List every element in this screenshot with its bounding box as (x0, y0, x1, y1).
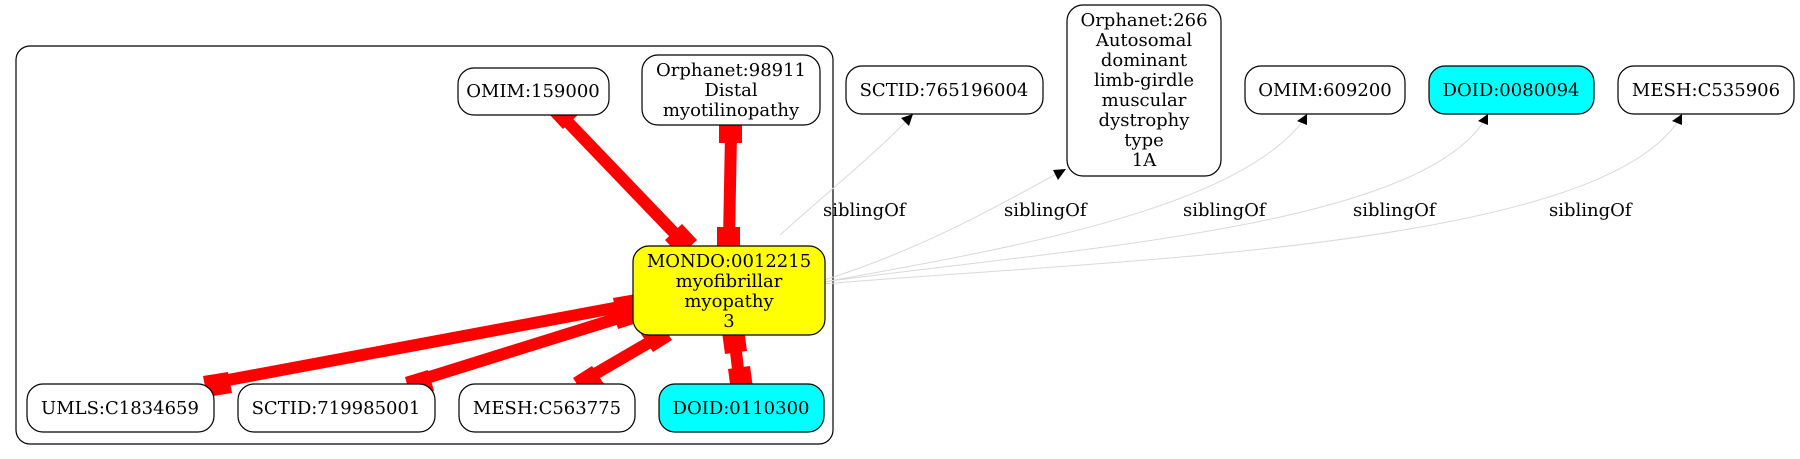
svg-text:OMIM:159000: OMIM:159000 (466, 81, 600, 102)
node-line: dystrophy (1099, 110, 1191, 131)
edge-label-siblingof: siblingOf (1183, 200, 1267, 221)
sibling-edge-meshC535906 (823, 117, 1681, 285)
node-sctid765196004[interactable]: SCTID:765196004 (845, 65, 1044, 115)
sibling-edges (779, 113, 1682, 285)
node-line: 3 (723, 311, 734, 332)
node-line: muscular (1102, 90, 1187, 111)
node-line: OMIM:609200 (1258, 80, 1392, 101)
node-sctid719985001[interactable]: SCTID:719985001 (237, 383, 436, 433)
node-omim609200[interactable]: OMIM:609200 (1244, 65, 1406, 115)
node-line: SCTID:719985001 (252, 398, 421, 419)
node-line: myofibrillar (676, 271, 783, 292)
sibling-edge-doid0080094 (823, 117, 1487, 283)
node-line: Orphanet:98911 (656, 60, 806, 81)
equivalence-edge-orpha98911 (723, 133, 737, 241)
svg-text:SCTID:719985001: SCTID:719985001 (252, 398, 421, 419)
svg-text:MESH:C563775: MESH:C563775 (473, 398, 621, 419)
node-line: limb-girdle (1094, 70, 1194, 91)
edge-label-siblingof: siblingOf (823, 200, 907, 221)
node-omim159000[interactable]: OMIM:159000 (457, 67, 610, 116)
node-line: MESH:C535906 (1632, 80, 1780, 101)
sibling-edge-sctid765196004 (779, 113, 914, 236)
equivalence-edge-meshC563775 (584, 333, 659, 384)
node-doid0080094[interactable]: DOID:0080094 (1428, 65, 1595, 115)
sibling-edge-omim609200 (823, 117, 1306, 283)
svg-text:MESH:C535906: MESH:C535906 (1632, 80, 1780, 101)
arrowhead-icon (1053, 169, 1066, 180)
edge-label-siblingof: siblingOf (1549, 200, 1633, 221)
node-line: myotilinopathy (663, 100, 800, 121)
svg-text:SCTID:765196004: SCTID:765196004 (860, 80, 1029, 101)
equivalence-edge-umls (210, 300, 627, 389)
node-doid0110300[interactable]: DOID:0110300 (658, 383, 825, 433)
node-line: myopathy (684, 291, 774, 312)
node-line: MESH:C563775 (473, 398, 621, 419)
node-line: OMIM:159000 (466, 81, 600, 102)
svg-text:UMLS:C1834659: UMLS:C1834659 (41, 398, 199, 419)
sibling-edge-labels: siblingOf siblingOf siblingOf siblingOf … (823, 200, 1633, 221)
equivalence-edge-sctid719985001 (418, 310, 627, 386)
node-umls[interactable]: UMLS:C1834659 (26, 383, 215, 433)
node-line: type (1124, 130, 1164, 151)
node-line: 1A (1132, 150, 1157, 171)
arrowhead-icon (1672, 114, 1682, 125)
equivalence-cluster (15, 45, 834, 445)
edge-end-cap (719, 122, 742, 143)
arrowhead-icon (1478, 114, 1488, 125)
edge-label-siblingof: siblingOf (1004, 200, 1088, 221)
node-line: SCTID:765196004 (860, 80, 1029, 101)
edge-end-cap (717, 227, 740, 248)
svg-text:DOID:0110300: DOID:0110300 (673, 398, 810, 419)
node-line: Distal (704, 80, 757, 101)
node-line: MONDO:0012215 (647, 251, 811, 272)
node-line: Autosomal (1095, 30, 1193, 51)
node-line: UMLS:C1834659 (41, 398, 199, 419)
node-line: DOID:0110300 (673, 398, 810, 419)
node-meshC535906[interactable]: MESH:C535906 (1617, 65, 1795, 115)
svg-text:OMIM:609200: OMIM:609200 (1258, 80, 1392, 101)
svg-text:DOID:0080094: DOID:0080094 (1443, 80, 1580, 101)
node-line: DOID:0080094 (1443, 80, 1580, 101)
node-line: Orphanet:266 (1080, 10, 1207, 31)
arrowhead-icon (901, 114, 913, 126)
equivalence-edge-omim159000 (558, 112, 686, 245)
arrowhead-icon (1297, 114, 1307, 125)
sibling-edge-orpha266 (823, 171, 1061, 281)
edge-label-siblingof: siblingOf (1353, 200, 1437, 221)
node-line: dominant (1101, 50, 1188, 71)
node-meshC563775[interactable]: MESH:C563775 (458, 383, 636, 433)
